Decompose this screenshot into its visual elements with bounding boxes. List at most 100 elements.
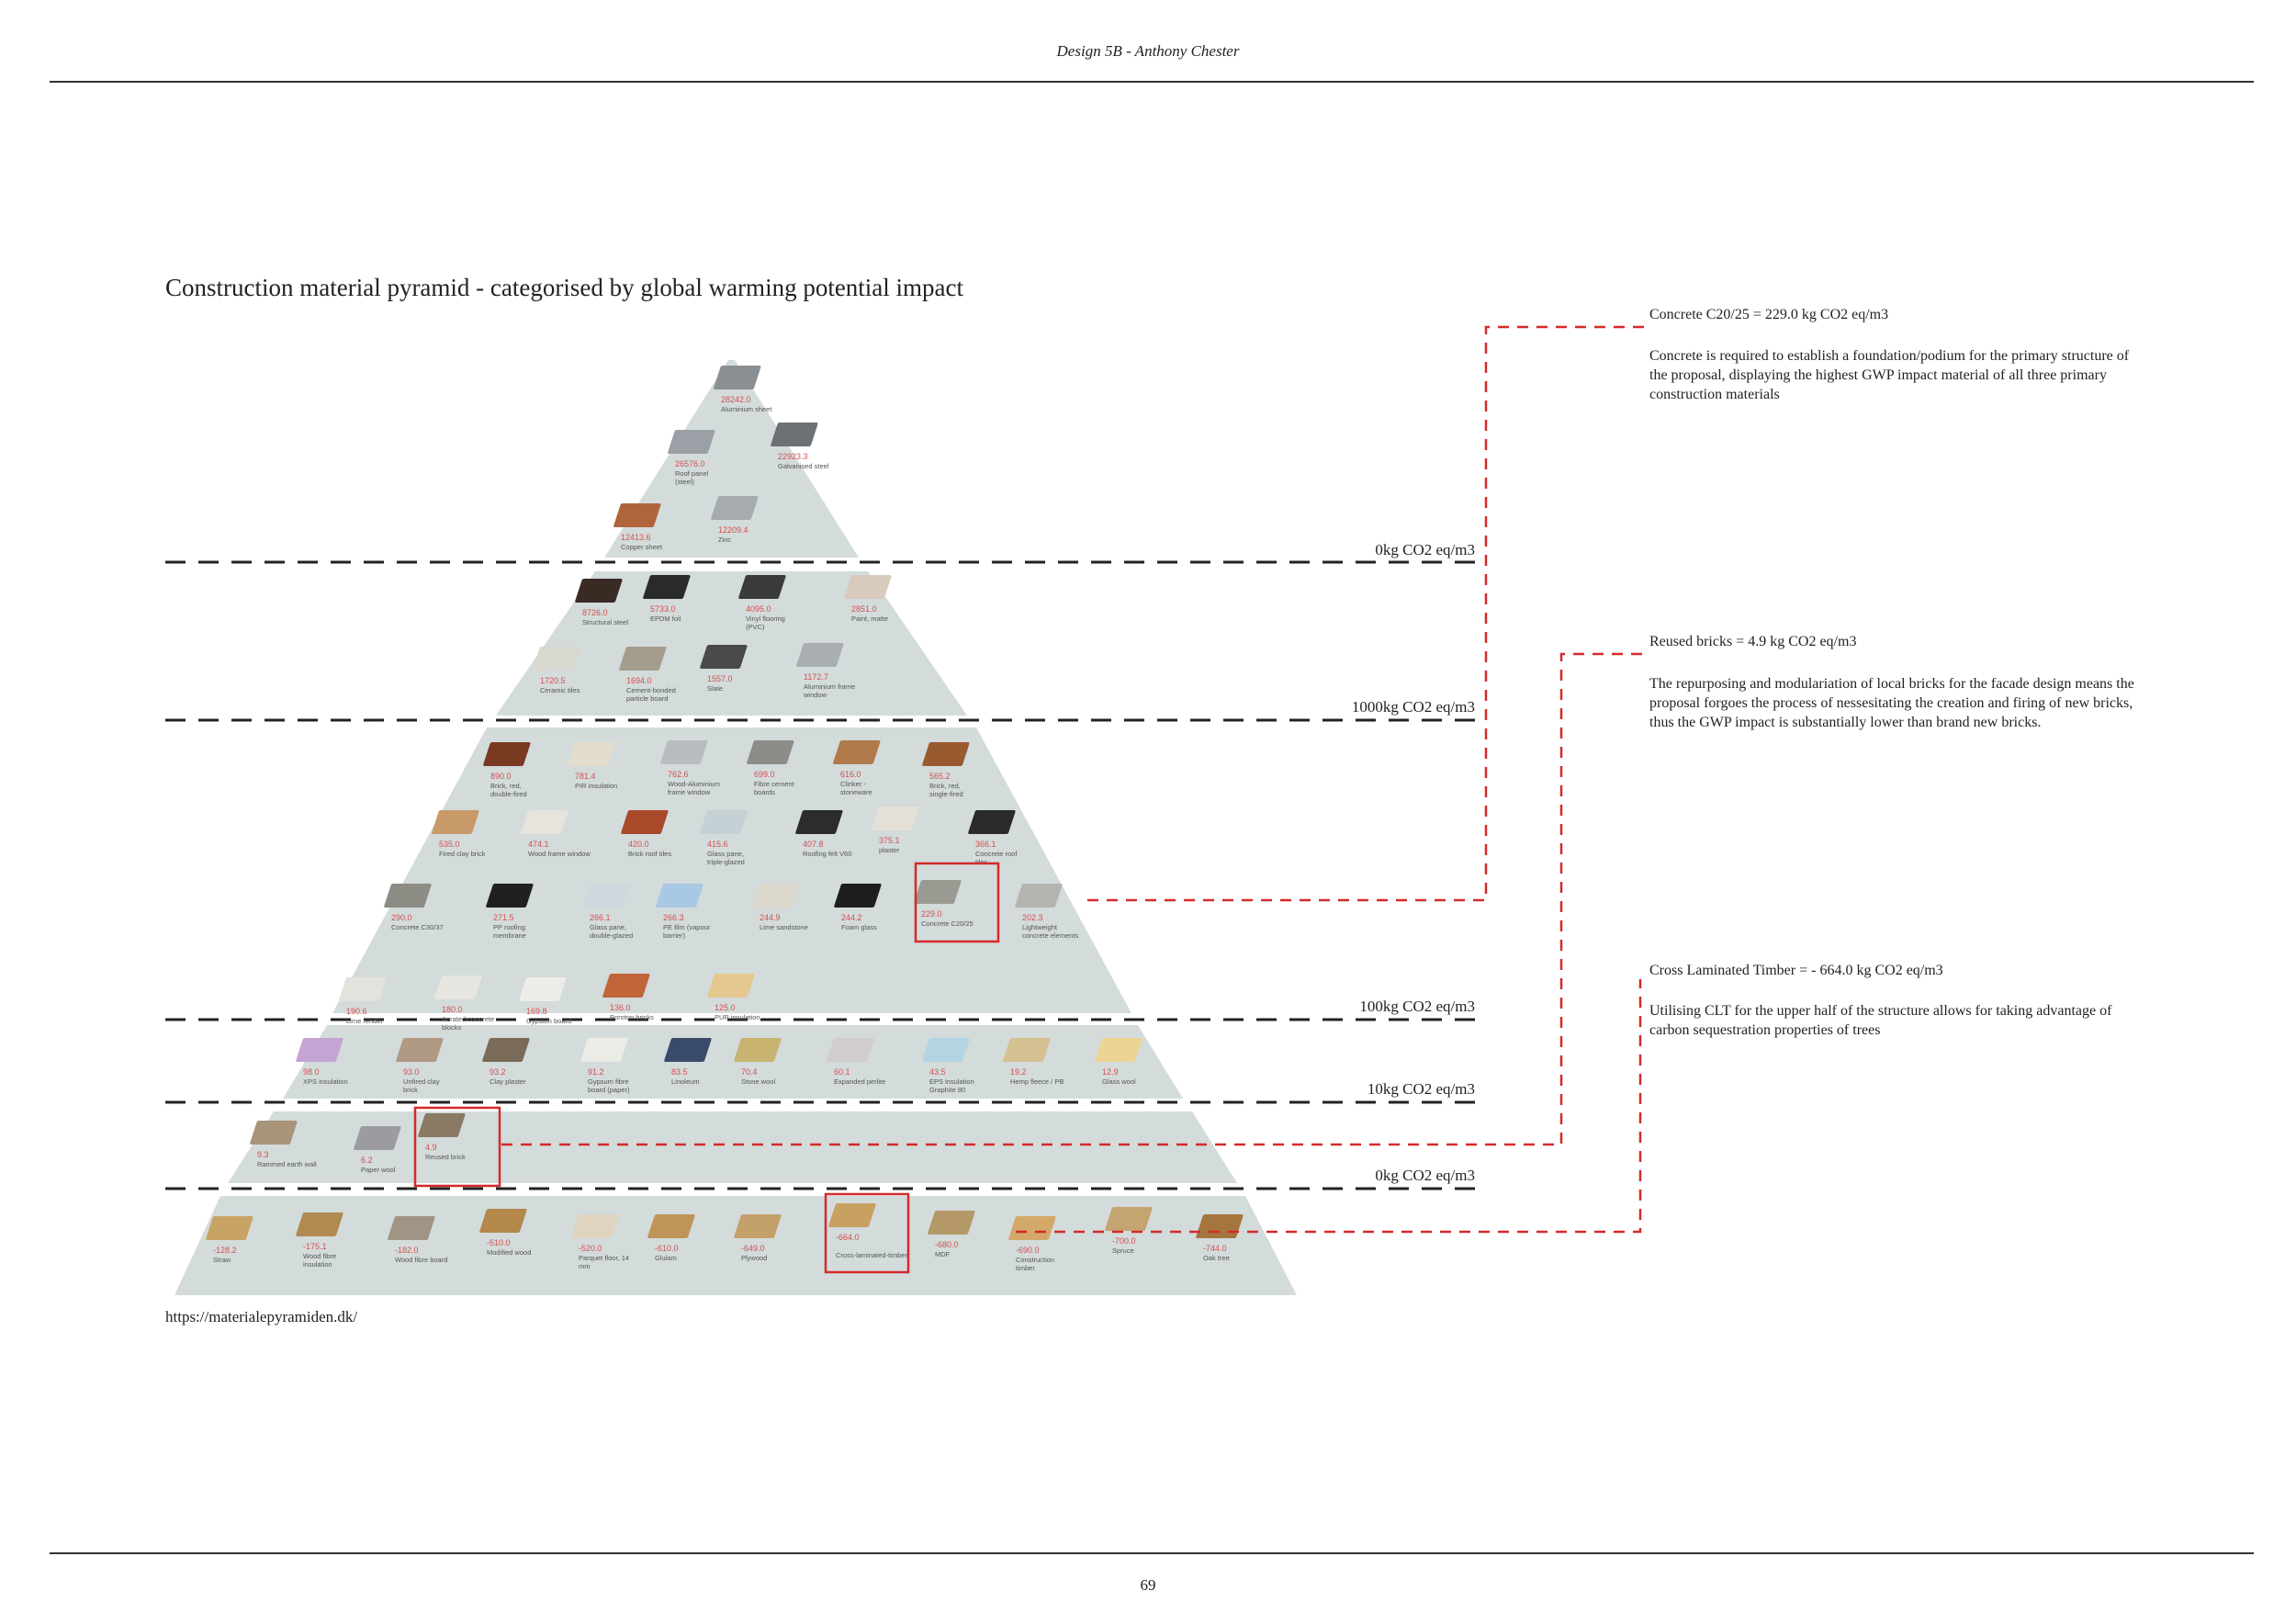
material-value: 290.0 bbox=[391, 913, 412, 922]
material-swatch bbox=[647, 1214, 695, 1238]
material-value: 1172.7 bbox=[804, 672, 828, 682]
material-value: -664.0 bbox=[836, 1233, 860, 1242]
material-label: membrane bbox=[493, 931, 526, 940]
material-label: Spruce bbox=[1112, 1246, 1134, 1255]
material-value: -649.0 bbox=[741, 1244, 765, 1253]
material-label: Vinyl flooring bbox=[746, 615, 785, 623]
threshold-lines bbox=[165, 560, 1475, 1190]
material-value: -680.0 bbox=[935, 1240, 959, 1249]
highlight-boxes bbox=[413, 862, 1000, 1274]
material-swatch bbox=[1015, 884, 1063, 908]
material-swatch bbox=[571, 1214, 619, 1238]
highlight-reused-brick-box bbox=[413, 1106, 501, 1188]
material-value: 202.3 bbox=[1022, 913, 1043, 922]
material-label: Stone wool bbox=[741, 1077, 775, 1086]
material-label: double-fired bbox=[490, 790, 527, 798]
material-label: barrier) bbox=[663, 931, 686, 940]
material-label: Glulam bbox=[655, 1254, 677, 1262]
material-label: brick bbox=[403, 1086, 418, 1094]
material-swatch bbox=[1105, 1207, 1153, 1231]
material-swatch bbox=[656, 884, 703, 908]
material-value: 9.3 bbox=[257, 1150, 269, 1159]
material-swatch bbox=[580, 1038, 628, 1062]
material-label: Concrete C20/25 bbox=[921, 919, 974, 928]
material-swatch bbox=[700, 810, 748, 834]
material-swatch bbox=[700, 645, 748, 669]
material-swatch bbox=[738, 575, 786, 599]
material-value: 1720.5 bbox=[540, 676, 566, 685]
material-label: Reused brick bbox=[425, 1153, 466, 1161]
material-swatch bbox=[833, 740, 881, 764]
material-label: Glass pane, bbox=[590, 923, 626, 931]
material-swatch bbox=[1095, 1038, 1142, 1062]
material-swatch bbox=[354, 1126, 401, 1150]
material-label: Plywood bbox=[741, 1254, 767, 1262]
material-label: concrete elements bbox=[1022, 931, 1079, 940]
material-value: 616.0 bbox=[840, 770, 861, 779]
material-label: Clinker - bbox=[840, 780, 866, 788]
material-value: 244.9 bbox=[760, 913, 781, 922]
highlight-clt-box bbox=[824, 1192, 910, 1274]
material-value: 28242.0 bbox=[721, 395, 751, 404]
material-swatch bbox=[582, 884, 630, 908]
material-label: Linoleum bbox=[671, 1077, 699, 1086]
material-value: 6.2 bbox=[361, 1156, 373, 1165]
material-label: particle board bbox=[626, 694, 668, 703]
material-label: Zinc bbox=[718, 536, 731, 544]
tier-over-1000 bbox=[496, 571, 967, 716]
material-value: 4095.0 bbox=[746, 604, 771, 614]
material-label: board (paper) bbox=[588, 1086, 630, 1094]
material-swatch bbox=[922, 742, 970, 766]
material-label: Hemp fleece / PB bbox=[1010, 1077, 1064, 1086]
material-label: Cross-laminated-timber bbox=[836, 1251, 907, 1259]
material-label: Unfired clay bbox=[403, 1077, 440, 1086]
material-value: 169.8 bbox=[526, 1007, 547, 1016]
material-label: tiles bbox=[975, 858, 988, 866]
material-swatch bbox=[339, 977, 387, 1001]
material-value: 266.3 bbox=[663, 913, 684, 922]
material-swatch bbox=[707, 974, 755, 998]
material-swatch bbox=[613, 503, 661, 527]
material-label: (steel) bbox=[675, 478, 694, 486]
material-value: -128.2 bbox=[213, 1246, 237, 1255]
material-value: 26576.0 bbox=[675, 459, 705, 468]
material-value: 407.8 bbox=[803, 840, 824, 849]
material-value: -175.1 bbox=[303, 1242, 327, 1251]
material-value: 180.0 bbox=[442, 1005, 463, 1014]
material-label: Gypsum fibre bbox=[588, 1077, 629, 1086]
material-label: XPS insulation bbox=[303, 1077, 348, 1086]
material-label: Straw bbox=[213, 1256, 231, 1264]
material-swatch bbox=[928, 1211, 975, 1235]
connector-lines bbox=[501, 325, 1644, 1234]
source-link[interactable]: https://materialepyramiden.dk/ bbox=[165, 1308, 358, 1325]
material-swatch bbox=[621, 810, 669, 834]
material-label: Galvanised steel bbox=[778, 462, 829, 470]
material-label: Concrete roof bbox=[975, 850, 1018, 858]
tier-0-10 bbox=[228, 1111, 1237, 1183]
material-swatch bbox=[568, 742, 615, 766]
material-value: 91.2 bbox=[588, 1067, 604, 1077]
